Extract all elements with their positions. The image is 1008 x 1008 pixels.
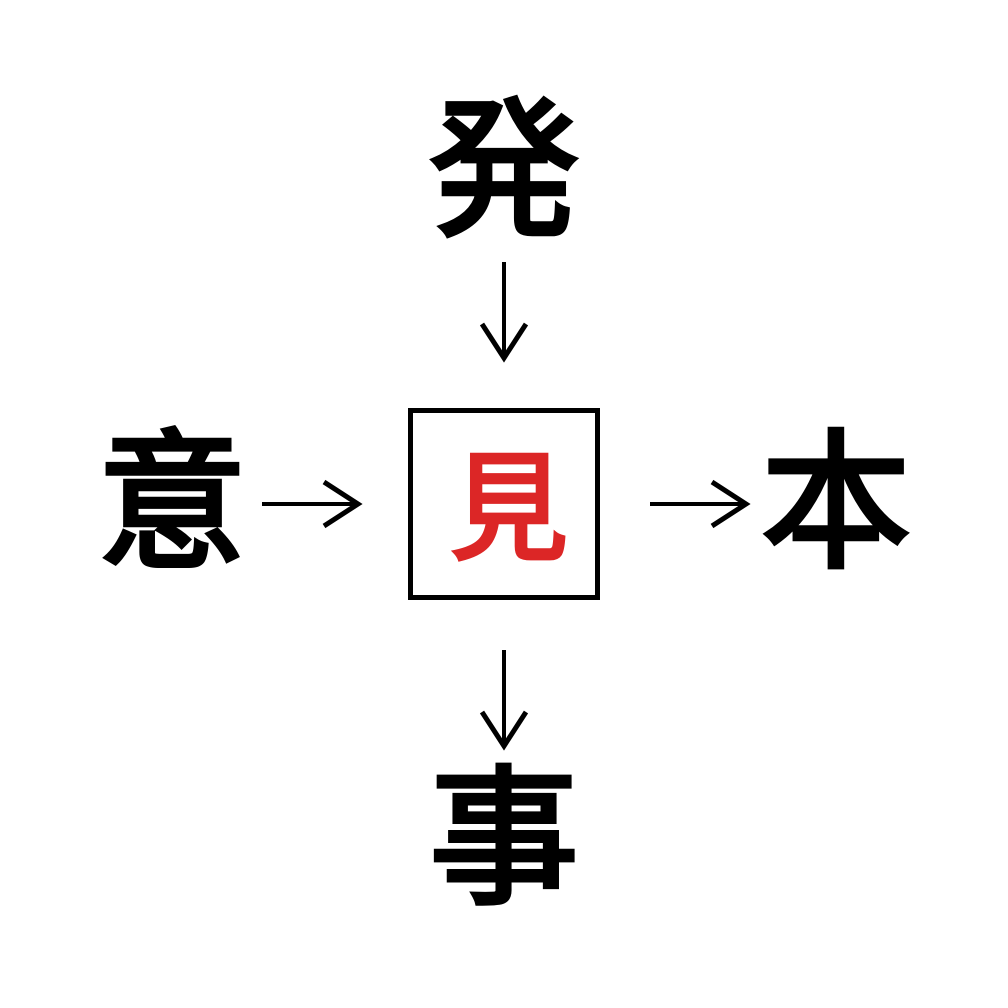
arrow-left-to-center-icon [262, 479, 363, 529]
kanji-node-right: 本 [760, 417, 911, 591]
kanji-node-left: 意 [96, 417, 247, 591]
kanji-node-top: 発 [428, 85, 579, 259]
center-kanji-character: 見 [449, 440, 568, 578]
arrow-center-to-bottom-icon [479, 650, 529, 751]
arrow-top-to-center-icon [479, 262, 529, 363]
center-kanji-box: 見 [408, 408, 600, 600]
arrow-center-to-right-icon [650, 479, 751, 529]
kanji-node-bottom: 事 [428, 753, 579, 927]
